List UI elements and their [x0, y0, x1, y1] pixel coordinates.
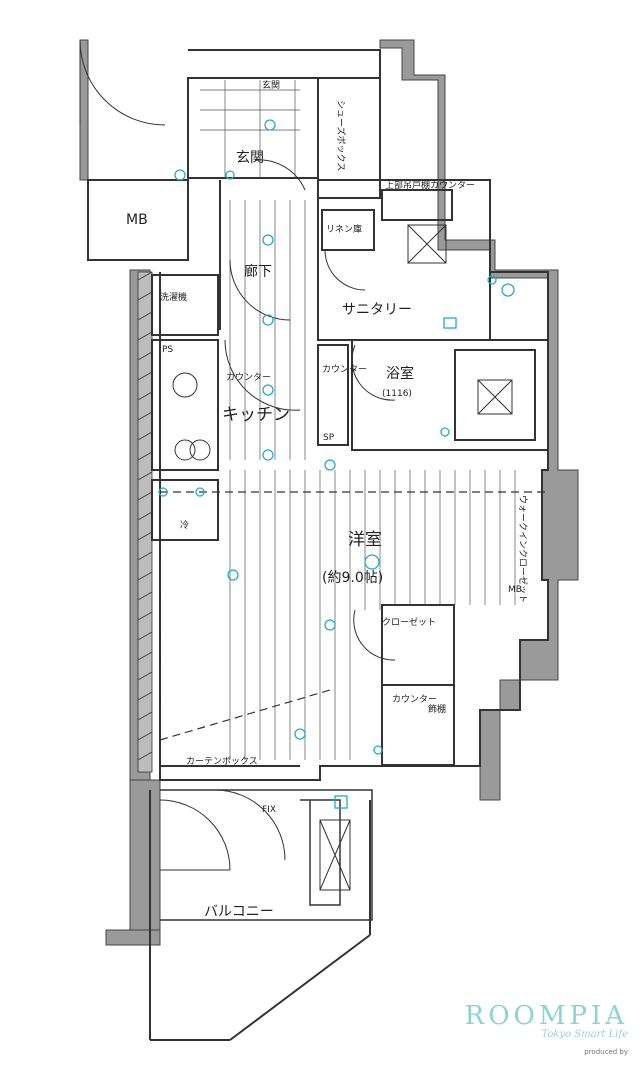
label-mb-small: MB: [508, 585, 522, 595]
label-bath: 浴室: [386, 365, 414, 382]
label-counter-vertical: カウンター: [322, 364, 367, 375]
label-entrance: 玄関: [236, 149, 264, 166]
door-swings: [79, 39, 396, 871]
label-closet: クローゼット: [382, 616, 436, 628]
produced-by-text: produced by: [584, 1048, 628, 1056]
label-sp: SP: [323, 433, 335, 443]
label-upper-cabinet: 上部吊戸棚カウンター: [385, 179, 475, 191]
label-kitchen: キッチン: [222, 405, 290, 425]
floor-stripes: [200, 80, 516, 760]
label-counter2: カウンター: [392, 694, 437, 705]
label-linen: リネン庫: [326, 223, 362, 235]
label-kitchen-counter: カウンター: [226, 372, 271, 383]
dashed-lines: [159, 177, 548, 741]
brand-name: ROOMPIA: [464, 1001, 628, 1031]
label-washer: 洗濯機: [160, 291, 187, 303]
label-entrance-step: 玄関: [262, 79, 280, 91]
label-shoebox: シューズボックス: [335, 100, 347, 171]
label-curtain-box: カーテンボックス: [186, 756, 258, 767]
label-sanitary: サニタリー: [342, 302, 412, 318]
hatched-wall: [137, 271, 153, 773]
label-western: 洋室: [348, 530, 382, 550]
brand-tagline: Tokyo Smart Life: [541, 1029, 628, 1040]
fixtures: [172, 224, 513, 891]
label-shelf: 飾棚: [428, 703, 446, 715]
label-wardrobe: ウォークインクローゼット: [517, 495, 529, 603]
label-mb: MB: [126, 212, 148, 228]
label-fix: FIX: [262, 805, 276, 815]
label-hallway: 廊下: [244, 263, 272, 280]
label-bath-size: (1116): [382, 389, 412, 399]
electrical-symbols: [158, 119, 515, 809]
brand-logo: ROOMPIA Tokyo Smart Life: [465, 1001, 628, 1040]
label-balcony: バルコニー: [204, 904, 274, 920]
label-ps: PS: [162, 345, 173, 355]
label-fridge: 冷: [180, 519, 189, 531]
label-western-size: (約9.0帖): [322, 570, 383, 586]
